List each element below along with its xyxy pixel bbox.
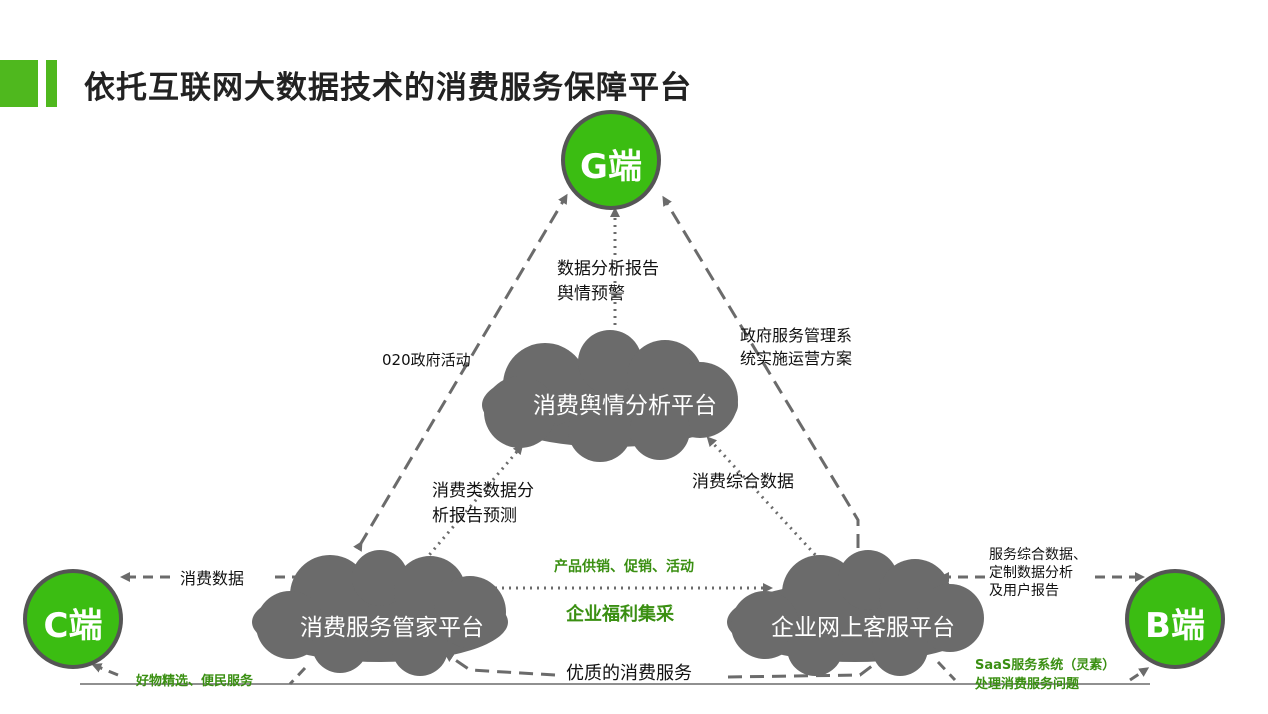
cloud-left: [252, 550, 508, 676]
cloud-right: [727, 550, 984, 676]
label-left-up-line1: 消费类数据分: [432, 481, 534, 501]
label-right-up: 消费综合数据: [692, 472, 794, 492]
label-gov-line2: 统实施运营方案: [740, 349, 853, 368]
label-quality: 优质的消费服务: [566, 663, 692, 684]
arrow-right-cloud-to-g: [662, 195, 860, 548]
arrow-right-to-top: [706, 436, 828, 568]
label-o2o: 020政府活动: [382, 351, 471, 369]
title-accent-bar: [0, 60, 38, 107]
label-gov: 政府服务管理系 统实施运营方案: [740, 324, 852, 370]
label-b-data-line3: 及用户报告: [989, 583, 1059, 599]
label-data-report-line2: 舆情预警: [557, 284, 625, 304]
label-gov-line1: 政府服务管理系: [740, 326, 853, 345]
label-b-data-line2: 定制数据分析: [989, 565, 1073, 581]
label-saas: SaaS服务系统（灵素） 处理消费服务问题: [975, 656, 1115, 694]
g-node-circle: [561, 110, 661, 210]
cloud-left-label: 消费服务管家平台: [300, 615, 484, 641]
label-b-data-line1: 服务综合数据、: [989, 547, 1087, 563]
label-data-report: 数据分析报告 舆情预警: [557, 257, 659, 307]
label-saas-line2: 处理消费服务问题: [975, 677, 1080, 692]
label-goods: 好物精选、便民服务: [136, 674, 254, 689]
arrow-right-to-b-bottom: [936, 660, 1145, 682]
label-welfare: 企业福利集采: [566, 604, 674, 625]
label-product: 产品供销、促销、活动: [554, 559, 694, 575]
label-consume-data: 消费数据: [180, 569, 245, 588]
cloud-right-label: 企业网上客服平台: [771, 615, 955, 641]
arrow-quality-service: [448, 655, 881, 679]
c-node-label: C端: [43, 606, 103, 646]
label-b-data: 服务综合数据、 定制数据分析 及用户报告: [989, 546, 1087, 600]
arrow-left-to-c-bottom: [96, 666, 307, 686]
g-node-label: G端: [580, 147, 642, 187]
title-accent-bar-thin: [46, 60, 57, 107]
b-node-circle: [1125, 569, 1225, 669]
label-left-up-line2: 析报告预测: [432, 506, 517, 526]
label-data-report-line1: 数据分析报告: [557, 259, 659, 279]
c-node-circle: [23, 569, 123, 669]
page-title: 依托互联网大数据技术的消费服务保障平台: [84, 70, 692, 106]
label-left-up: 消费类数据分 析报告预测: [432, 479, 534, 529]
arrow-left-cloud-to-g: [353, 193, 568, 552]
cloud-top: [482, 330, 738, 462]
cloud-top-label: 消费舆情分析平台: [533, 393, 717, 419]
label-saas-line1: SaaS服务系统（灵素）: [975, 658, 1116, 673]
b-node-label: B端: [1145, 606, 1205, 646]
